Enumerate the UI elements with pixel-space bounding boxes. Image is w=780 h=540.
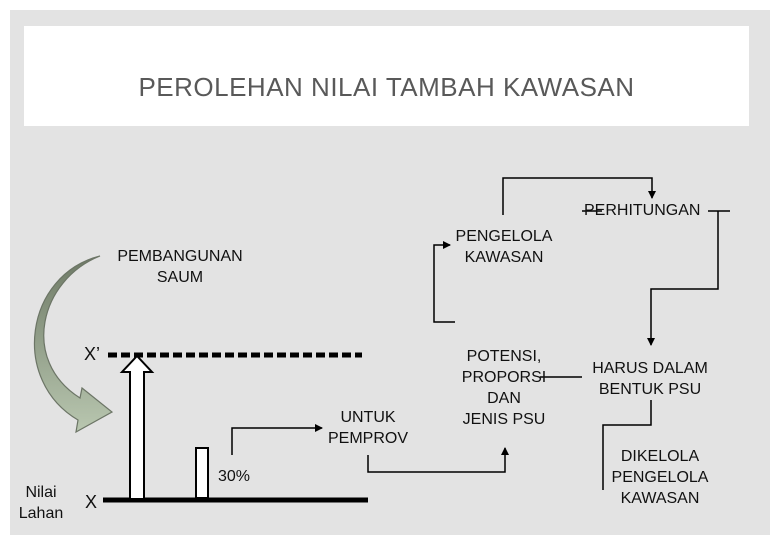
label-percent: 30% — [218, 468, 251, 485]
label-pembangunan-saum: PEMBANGUNAN SAUM — [117, 248, 243, 286]
label-perhitungan: PERHITUNGAN — [584, 202, 701, 219]
label-potensi: POTENSI, PROPORSI DAN JENIS PSU — [461, 348, 547, 428]
up-arrow — [119, 354, 155, 498]
slide-title: PEROLEHAN NILAI TAMBAH KAWASAN — [138, 72, 635, 102]
connector-potensi-pengelola — [433, 241, 455, 323]
label-x: X — [85, 492, 98, 512]
label-x-prime: X’ — [84, 344, 101, 364]
title-box: PEROLEHAN NILAI TAMBAH KAWASAN — [24, 26, 749, 126]
percent-bar — [195, 447, 209, 499]
connector-top-loop — [502, 177, 656, 215]
connector-30-untuk — [231, 424, 323, 455]
connector-untuk-potensi — [367, 447, 509, 473]
label-untuk-pemprov: UNTUK PEMPROV — [327, 409, 408, 447]
label-nilai-lahan: Nilai Lahan — [18, 484, 64, 522]
curved-arrow — [34, 255, 114, 434]
label-harus-dalam: HARUS DALAM BENTUK PSU — [592, 360, 708, 398]
connector-harus-dikelola — [602, 400, 652, 490]
label-dikelola: DIKELOLA PENGELOLA KAWASAN — [611, 448, 709, 507]
label-pengelola-kawasan: PENGELOLA KAWASAN — [455, 228, 553, 266]
connector-perhitungan-harus — [647, 211, 719, 346]
